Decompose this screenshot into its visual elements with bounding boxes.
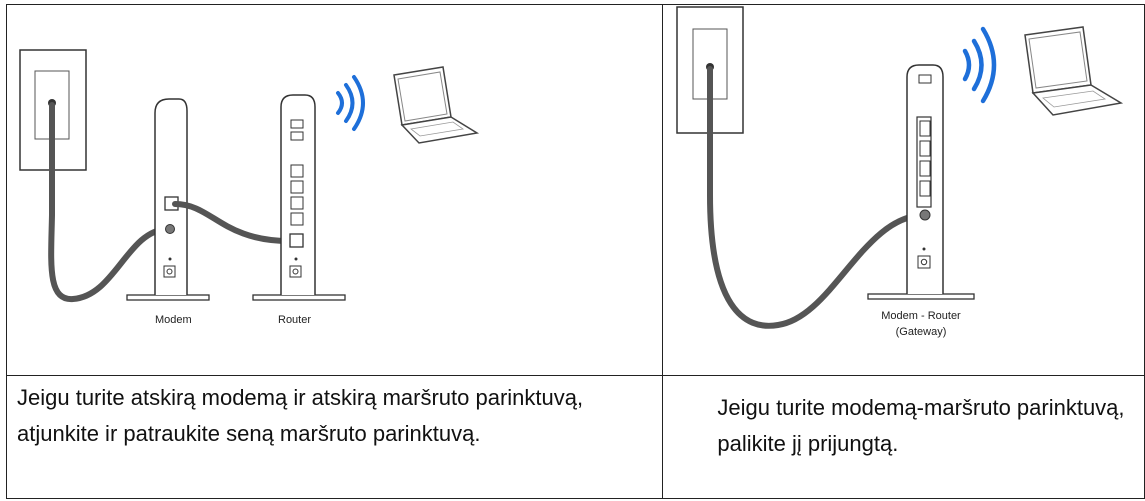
left-caption: Jeigu turite atskirą modemą ir atskirą m…	[17, 385, 584, 446]
router-icon	[252, 94, 346, 301]
left-caption-cell: Jeigu turite atskirą modemą ir atskirą m…	[5, 375, 664, 499]
illustration-row: Modem Router	[5, 4, 1145, 376]
router-label: Router	[278, 314, 311, 326]
modem-label: Modem	[155, 314, 192, 326]
gateway-label-line2: (Gateway)	[896, 326, 947, 338]
separate-devices-cell: Modem Router	[5, 4, 664, 376]
modem-icon	[126, 98, 210, 301]
setup-table: Modem Router	[5, 4, 1145, 499]
coax-cable	[48, 102, 170, 302]
right-caption-cell: Jeigu turite modemą-maršruto parinktuvą,…	[662, 375, 1145, 499]
laptop-icon	[1024, 26, 1124, 116]
gateway-cell: Modem - Router (Gateway)	[662, 4, 1145, 376]
caption-row: Jeigu turite atskirą modemą ir atskirą m…	[5, 375, 1145, 499]
separate-devices-illustration: Modem Router	[19, 49, 480, 326]
right-caption: Jeigu turite modemą-maršruto parinktuvą,…	[717, 395, 1125, 456]
gateway-icon	[867, 64, 976, 300]
coax-cable	[707, 66, 929, 329]
gateway-illustration: Modem - Router (Gateway)	[676, 6, 1124, 338]
wifi-icon	[963, 26, 997, 104]
ethernet-cable	[172, 201, 292, 244]
wifi-icon	[336, 75, 365, 131]
gateway-label-line1: Modem - Router	[882, 310, 962, 322]
laptop-icon	[393, 66, 480, 144]
